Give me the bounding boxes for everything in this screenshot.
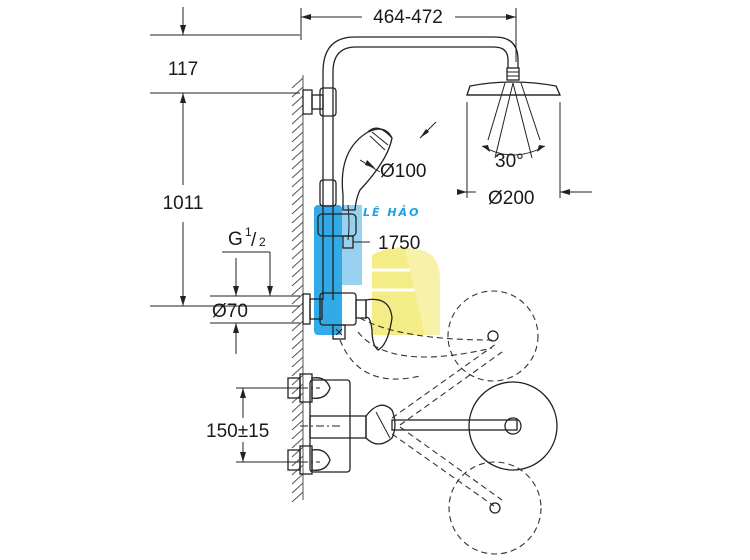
- thread-leader: [222, 251, 273, 296]
- wall-hatch-line: [291, 86, 304, 98]
- wall-hatch-line: [291, 410, 304, 422]
- wall-hatch-line: [291, 437, 304, 449]
- height-dimension: [150, 7, 300, 307]
- mixer-front-view: [302, 290, 539, 382]
- wall-hatch-line: [291, 176, 304, 188]
- escutcheon-dimension: [210, 258, 300, 354]
- wall-hatch-line: [291, 401, 304, 413]
- center-distance-label: 150±15: [206, 421, 269, 442]
- watermark-logo: [314, 205, 440, 335]
- wall-hatch-line: [291, 365, 304, 377]
- wall-hatch-line: [291, 311, 304, 323]
- thread-label: G: [228, 229, 243, 250]
- wall-hatch-line: [291, 482, 304, 494]
- wall-hatch-line: [291, 302, 304, 314]
- wall-hatch-line: [291, 230, 304, 242]
- wall-hatch-line: [291, 113, 304, 125]
- wall-hatch-line: [291, 167, 304, 179]
- wall-hatch-line: [291, 104, 304, 116]
- wall-hatch-line: [291, 383, 304, 395]
- head-shower: [457, 67, 592, 198]
- wall-hatch-line: [291, 158, 304, 170]
- wall-hatch-line: [291, 140, 304, 152]
- height-total-label: 1011: [163, 193, 204, 214]
- head-shower-diameter-label: Ø200: [488, 188, 534, 209]
- wall-hatch-line: [291, 446, 304, 458]
- wall-hatch-line: [291, 122, 304, 134]
- wall-hatch-line: [291, 428, 304, 440]
- hand-shower-diameter-label: Ø100: [380, 161, 426, 182]
- riser-pipe: [302, 36, 519, 300]
- wall-hatch-line: [291, 347, 304, 359]
- wall: [291, 75, 304, 503]
- mixer-plan-view: [287, 343, 558, 555]
- center-distance-dimension: [236, 387, 300, 463]
- thread-fraction-slash: /: [251, 230, 257, 251]
- top-offset-label: 117: [168, 59, 198, 80]
- wall-hatch-line: [291, 95, 304, 107]
- wall-hatch-line: [291, 248, 304, 260]
- width-dimension: [300, 8, 517, 62]
- width-dimension-label: 464-472: [373, 7, 443, 28]
- wall-hatch-line: [291, 356, 304, 368]
- wall-hatch-line: [291, 77, 304, 89]
- wall-hatch-line: [291, 149, 304, 161]
- escutcheon-diameter-label: Ø70: [212, 301, 248, 322]
- wall-hatch-line: [291, 203, 304, 215]
- watermark-text: LÊ HẢO: [363, 205, 420, 219]
- hand-shower: [317, 121, 437, 249]
- wall-hatch-line: [291, 293, 304, 305]
- wall-hatch-line: [291, 221, 304, 233]
- wall-hatch-line: [291, 329, 304, 341]
- wall-hatch-line: [291, 284, 304, 296]
- thread-fraction-denominator: 2: [259, 235, 266, 249]
- wall-hatch-line: [291, 266, 304, 278]
- wall-hatch-line: [291, 275, 304, 287]
- wall-hatch-line: [291, 194, 304, 206]
- wall-hatch-line: [291, 455, 304, 467]
- wall-hatch-line: [291, 419, 304, 431]
- wall-hatch-line: [291, 473, 304, 485]
- thread-fraction-numerator: 1: [245, 225, 252, 239]
- wall-hatch-line: [291, 239, 304, 251]
- wall-hatch-line: [291, 491, 304, 503]
- wall-hatch-line: [291, 374, 304, 386]
- wall-hatch-line: [291, 185, 304, 197]
- wall-hatch-line: [291, 212, 304, 224]
- wall-hatch-line: [291, 338, 304, 350]
- wall-hatch-line: [291, 320, 304, 332]
- hose-length-label: 1750: [378, 233, 420, 254]
- spray-angle-label: 30°: [495, 151, 524, 172]
- wall-hatch-line: [291, 257, 304, 269]
- wall-hatch-line: [291, 131, 304, 143]
